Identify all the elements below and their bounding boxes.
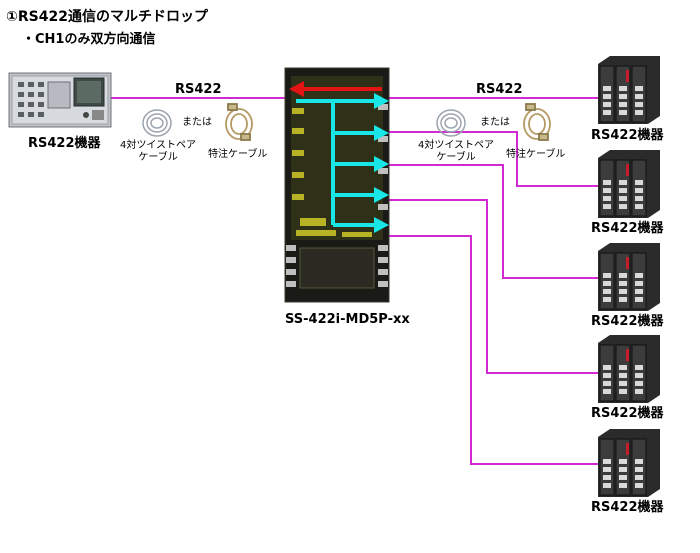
cable-special-label-right: 特注ケーブル	[506, 149, 566, 160]
arrow-cyan-branch-3-head	[374, 187, 389, 203]
or-label-left: または	[182, 117, 212, 128]
rack-device-3	[598, 243, 660, 311]
rack-device-4	[598, 335, 660, 403]
left-device-label: RS422機器	[28, 136, 101, 151]
right-device-icons	[598, 56, 660, 497]
protocol-label-left: RS422	[175, 82, 222, 97]
cable-special-icon-right	[523, 103, 551, 141]
cable-twisted-label-right: 4対ツイストペア ケーブル	[418, 140, 495, 163]
center-device-icon	[284, 67, 390, 303]
arrow-red-head	[289, 81, 304, 97]
rack-device-1	[598, 56, 660, 124]
arrow-cyan-branch-4-head	[374, 217, 389, 233]
right-device-label-3: RS422機器	[591, 314, 664, 329]
wire-right-3	[385, 164, 598, 279]
wire-right-4	[385, 199, 598, 374]
center-device-label: SS-422i-MD5P-xx	[285, 312, 410, 327]
arrow-cyan-branch-2-head	[374, 156, 389, 172]
diagram-subtitle: ・CH1のみ双方向通信	[22, 32, 156, 47]
cable-special-label-left: 特注ケーブル	[208, 149, 268, 160]
rack-device-5	[598, 429, 660, 497]
right-device-label-5: RS422機器	[591, 500, 664, 515]
arrows	[289, 81, 389, 233]
diagram-title: ①RS422通信のマルチドロップ	[6, 9, 208, 25]
cable-special-icon-left	[225, 103, 253, 141]
or-label-right: または	[480, 117, 510, 128]
right-device-label-2: RS422機器	[591, 221, 664, 236]
cable-twisted-label-left: 4対ツイストペア ケーブル	[120, 140, 197, 163]
rack-device-2	[598, 150, 660, 218]
arrow-cyan-main-head	[374, 93, 389, 109]
right-device-label-4: RS422機器	[591, 406, 664, 421]
cable-twisted-icon-right	[436, 109, 466, 137]
wire-right-5	[385, 235, 598, 465]
cable-twisted-icon-left	[142, 109, 172, 137]
arrow-cyan-branch-1-head	[374, 125, 389, 141]
protocol-label-right: RS422	[476, 82, 523, 97]
left-device-icon	[8, 72, 112, 128]
right-device-label-1: RS422機器	[591, 128, 664, 143]
